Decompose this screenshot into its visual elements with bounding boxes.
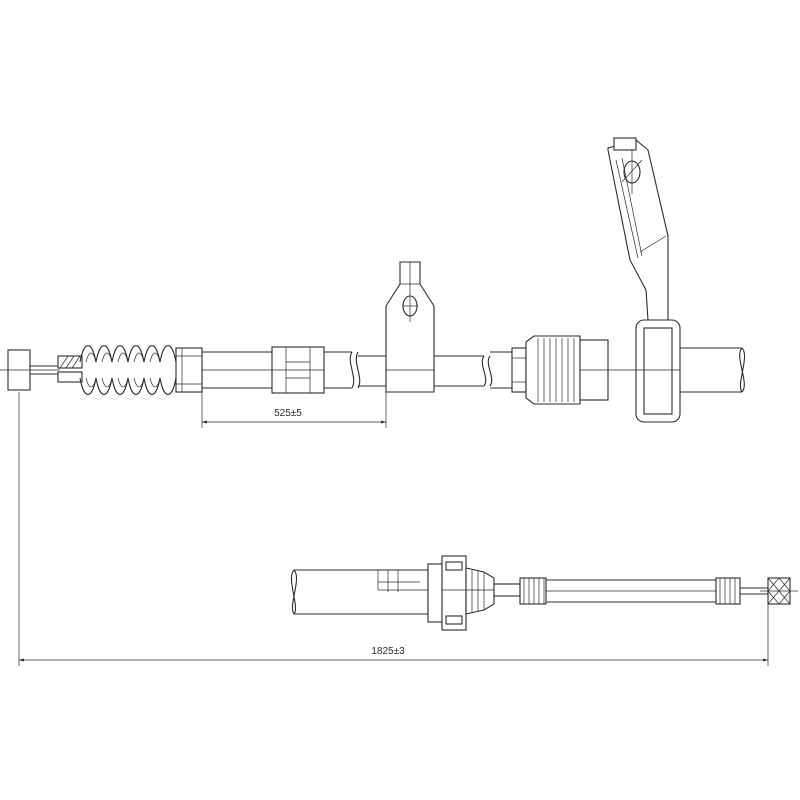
right-grommet: [635, 319, 681, 423]
left-spring-boot: [79, 344, 203, 396]
upper-dimension-label: 525±5: [274, 408, 302, 419]
lower-spring-right: [715, 577, 768, 605]
overall-dimension-label: 1825±3: [371, 646, 405, 657]
upper-threaded-adjuster: [511, 335, 636, 405]
lower-right-end-nipple: [760, 577, 798, 605]
lower-sleeve: [370, 569, 429, 615]
lower-grommet: [427, 555, 467, 631]
right-lever-bracket: [607, 137, 669, 321]
lower-threaded-adjuster: [465, 567, 521, 615]
upper-conduit-middle: [324, 351, 386, 389]
lower-cable-left-end: [290, 569, 370, 615]
overall-dimension: 1825±3: [18, 392, 769, 666]
lower-cable-assembly: [290, 555, 798, 631]
lower-spring-left: [519, 577, 547, 605]
lower-conduit: [546, 579, 716, 603]
upper-cable-right-end: [680, 347, 746, 393]
upper-coupling-sleeve: [271, 346, 325, 394]
center-mounting-bracket: [385, 261, 435, 393]
left-end-nipple: [0, 349, 62, 391]
upper-conduit-right: [434, 351, 512, 389]
upper-conduit-left: [202, 351, 272, 389]
upper-cable-assembly: [0, 137, 746, 423]
left-ferrule: [57, 355, 83, 383]
upper-dimension: 525±5: [201, 392, 387, 428]
